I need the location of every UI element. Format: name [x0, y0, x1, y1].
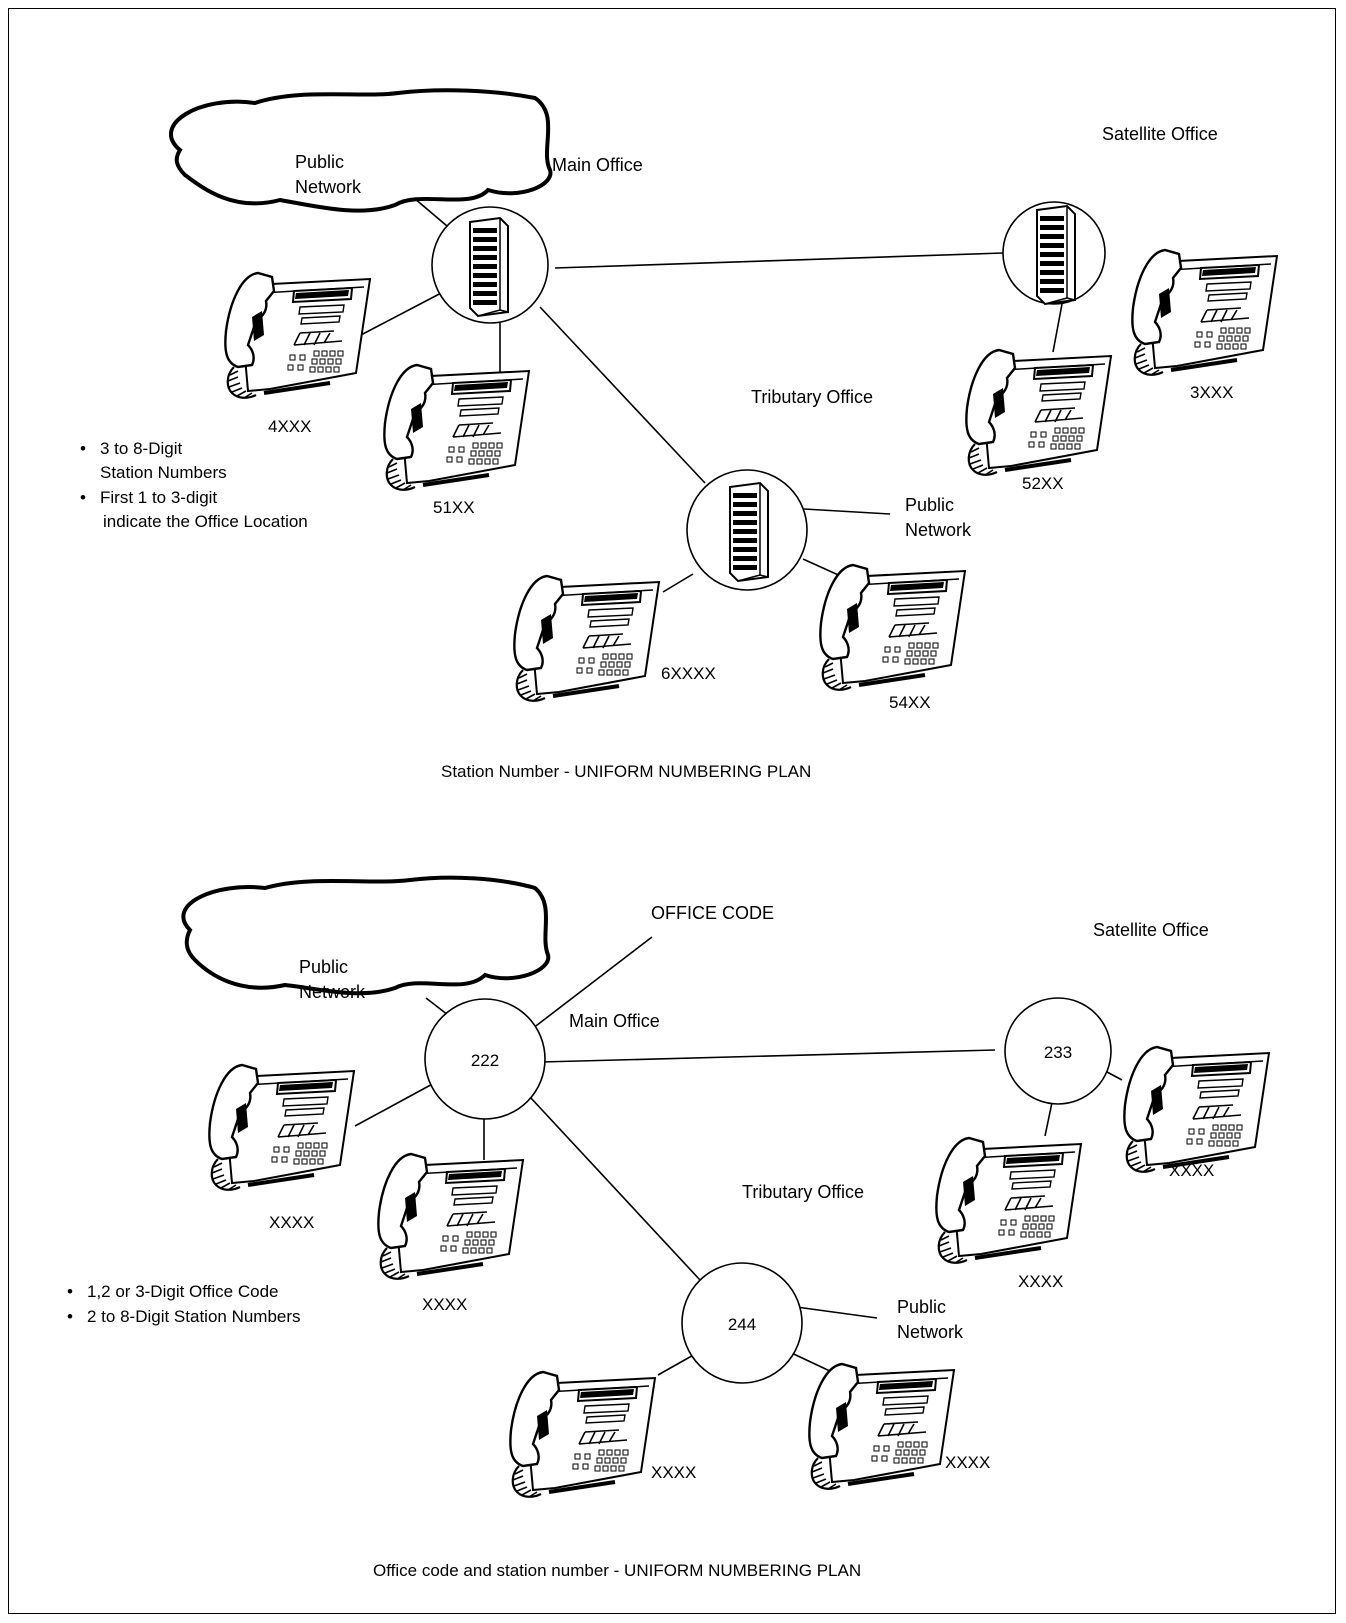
bottom-phone-main-bottom-label: XXXX — [422, 1295, 467, 1314]
bottom-main-office-label: Main Office — [569, 1011, 660, 1031]
top-phone-6xxxx-label: 6XXXX — [661, 664, 716, 683]
top-phone-3xxx-icon — [1130, 248, 1279, 377]
figure-frame — [8, 8, 1336, 1614]
bottom-phone-trib-left-label: XXXX — [651, 1463, 696, 1482]
bottom-phone-trib-right-icon — [807, 1362, 956, 1491]
bottom-cloud-label-1: Public — [299, 957, 348, 977]
bottom-cloud-label-2: Network — [299, 982, 366, 1002]
top-phone-3xxx-label: 3XXX — [1190, 383, 1233, 402]
public-network-cloud-icon — [169, 88, 553, 213]
top-phone-4xxx-label: 4XXX — [268, 417, 311, 436]
bottom-satellite-label: Satellite Office — [1093, 920, 1209, 940]
bottom-phone-main-left-label: XXXX — [269, 1213, 314, 1232]
top-phone-51xx-icon — [382, 363, 531, 492]
bottom-phone-sat-right-icon — [1122, 1045, 1271, 1174]
bottom-phone-sat-bottom-icon — [934, 1136, 1083, 1265]
bottom-public-network-label-1: Public — [897, 1297, 946, 1317]
top-phone-6xxxx-icon — [512, 574, 661, 703]
bottom-tributary-label: Tributary Office — [742, 1182, 864, 1202]
bottom-phone-sat-bottom-label: XXXX — [1018, 1272, 1063, 1291]
top-satellite-rack-icon — [1036, 205, 1076, 305]
bottom-tributary-node — [681, 1262, 803, 1384]
top-bullet-mark-1: • — [80, 439, 86, 458]
bottom-public-network-cloud-icon — [181, 875, 551, 996]
top-phone-52xx-label: 52XX — [1022, 474, 1064, 493]
top-bullet-mark-2: • — [80, 488, 86, 507]
bottom-phone-trib-left-icon — [508, 1370, 657, 1499]
top-tributary-rack-icon — [729, 482, 769, 582]
bottom-phone-trib-right-label: XXXX — [945, 1453, 990, 1472]
bottom-diagram: Public Network OFFICE CODE 222 Main Offi… — [67, 875, 1271, 1580]
top-bullet-1-line-2: Station Numbers — [100, 463, 227, 482]
top-main-office-label: Main Office — [552, 155, 643, 175]
bottom-caption: Office code and station number - UNIFORM… — [373, 1561, 861, 1580]
top-cloud-label-1: Public — [295, 152, 344, 172]
top-bullet-1-line-1: 3 to 8-Digit — [100, 439, 182, 458]
bottom-satellite-code: 233 — [1044, 1043, 1072, 1062]
bottom-phone-main-bottom-icon — [376, 1152, 525, 1281]
bottom-phone-main-left-icon — [207, 1063, 356, 1192]
bottom-main-office-node — [424, 998, 546, 1120]
top-phone-54xx-icon — [818, 563, 967, 692]
office-code-label: OFFICE CODE — [651, 903, 774, 923]
bottom-tributary-code: 244 — [728, 1315, 756, 1334]
top-phone-4xxx-icon — [223, 271, 372, 400]
top-links — [358, 197, 1063, 593]
top-public-network-label-1: Public — [905, 495, 954, 515]
bottom-main-office-code: 222 — [471, 1051, 499, 1070]
top-cloud-label-2: Network — [295, 177, 362, 197]
bottom-bullet-2: 2 to 8-Digit Station Numbers — [87, 1307, 301, 1326]
bottom-bullet-1: 1,2 or 3-Digit Office Code — [87, 1282, 279, 1301]
top-diagram: Public Network Main Office Satellite Off… — [80, 88, 1279, 781]
top-phone-54xx-label: 54XX — [889, 693, 931, 712]
top-tributary-label: Tributary Office — [751, 387, 873, 407]
bottom-bullet-mark-1: • — [67, 1282, 73, 1301]
top-satellite-label: Satellite Office — [1102, 124, 1218, 144]
top-bullet-2-line-1: First 1 to 3-digit — [100, 488, 217, 507]
top-public-network-label-2: Network — [905, 520, 972, 540]
top-bullet-2-line-2: indicate the Office Location — [103, 512, 308, 531]
bottom-bullet-mark-2: • — [67, 1307, 73, 1326]
top-phone-51xx-label: 51XX — [433, 498, 475, 517]
bottom-phone-sat-right-label: XXXX — [1169, 1161, 1214, 1180]
top-caption: Station Number - UNIFORM NUMBERING PLAN — [441, 762, 811, 781]
bottom-links — [354, 936, 1123, 1376]
top-phone-52xx-icon — [964, 348, 1113, 477]
bottom-public-network-label-2: Network — [897, 1322, 964, 1342]
top-main-rack-icon — [469, 217, 509, 317]
bottom-satellite-node — [1004, 997, 1112, 1105]
